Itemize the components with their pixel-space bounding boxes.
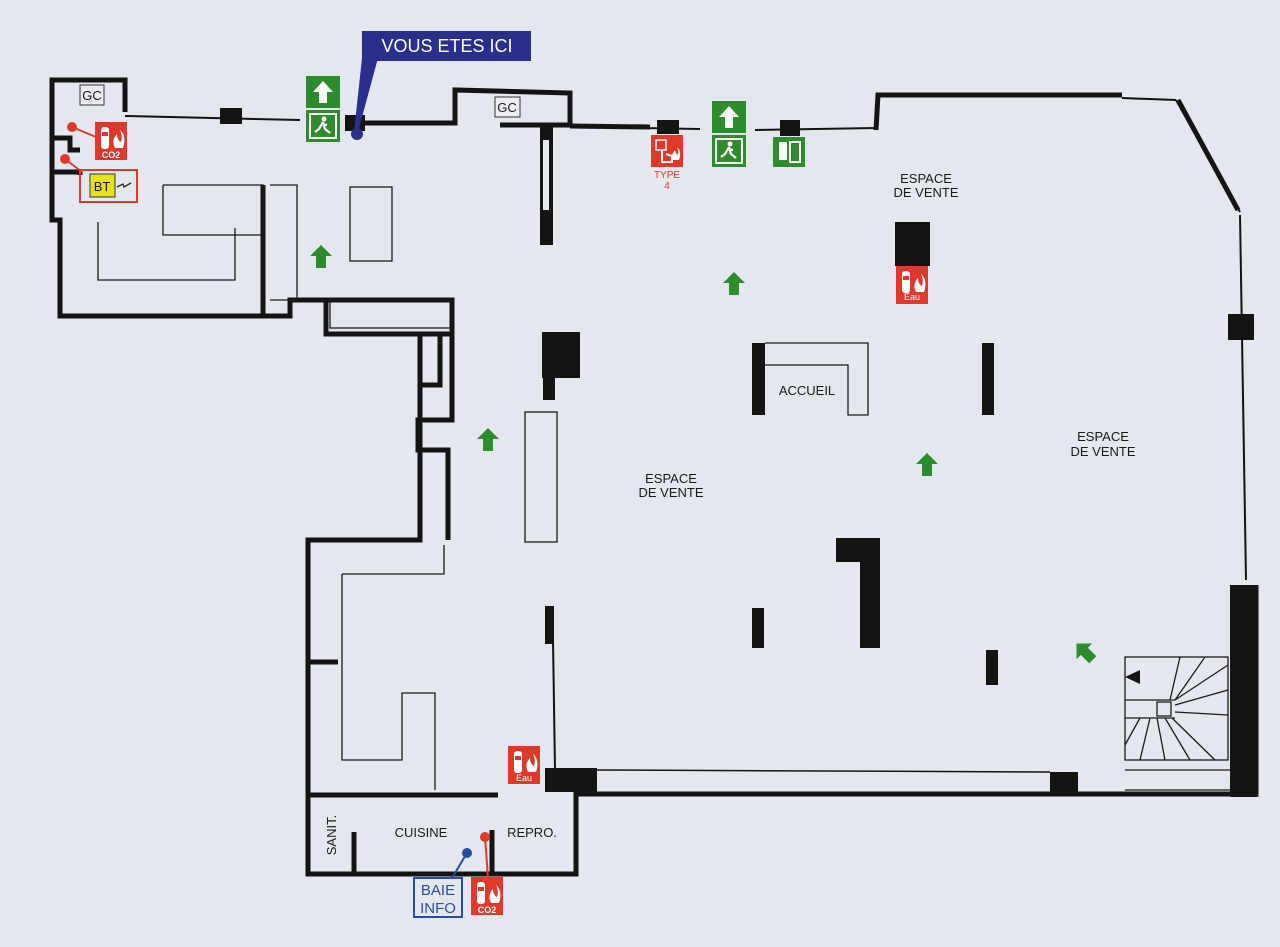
baie-info-marker: BAIE INFO bbox=[413, 848, 472, 918]
fixtures bbox=[97, 184, 998, 790]
svg-text:CO2: CO2 bbox=[102, 150, 121, 160]
gc-label: GC bbox=[82, 88, 102, 103]
alarm-button-icon: TYPE 4 bbox=[651, 135, 683, 192]
room-label-espace-vente: ESPACE bbox=[1077, 429, 1129, 444]
svg-text:INFO: INFO bbox=[420, 900, 456, 917]
room-label-accueil: ACCUEIL bbox=[779, 383, 835, 398]
emergency-exit-sign bbox=[304, 76, 342, 144]
exit-arrow-icon bbox=[306, 76, 340, 108]
svg-text:DE VENTE: DE VENTE bbox=[1070, 444, 1135, 459]
direction-arrow-icon bbox=[310, 245, 1101, 668]
room-label-sanit: SANIT. bbox=[324, 815, 339, 855]
svg-text:CO2: CO2 bbox=[478, 905, 497, 915]
fire-extinguisher-icon: Eau bbox=[508, 746, 540, 784]
bt-electrical-panel: BT bbox=[60, 154, 138, 203]
emergency-exit-sign bbox=[710, 101, 748, 169]
room-label-espace-vente: ESPACE bbox=[645, 471, 697, 486]
exit-arrow-icon bbox=[712, 101, 746, 133]
svg-text:BT: BT bbox=[94, 179, 111, 194]
running-man-icon bbox=[710, 133, 748, 169]
staircase-icon bbox=[1124, 656, 1230, 791]
fire-extinguisher-icon: Eau bbox=[896, 266, 928, 304]
you-are-here-label: VOUS ETES ICI bbox=[381, 36, 512, 56]
you-are-here-marker: VOUS ETES ICI bbox=[351, 31, 531, 140]
gc-label: GC bbox=[497, 100, 517, 115]
svg-text:Eau: Eau bbox=[904, 292, 920, 302]
room-label-cuisine: CUISINE bbox=[395, 825, 448, 840]
room-label-repro: REPRO. bbox=[507, 825, 557, 840]
running-man-icon bbox=[304, 108, 342, 144]
fire-extinguisher-icon: CO2 bbox=[471, 832, 503, 915]
room-label-espace-vente: ESPACE bbox=[900, 171, 952, 186]
svg-text:BAIE: BAIE bbox=[421, 882, 455, 899]
svg-text:DE VENTE: DE VENTE bbox=[893, 185, 958, 200]
walls bbox=[49, 77, 1259, 877]
fire-extinguisher-icon: CO2 bbox=[67, 122, 127, 160]
svg-text:DE VENTE: DE VENTE bbox=[638, 485, 703, 500]
svg-text:Eau: Eau bbox=[516, 773, 532, 783]
svg-text:TYPE: TYPE bbox=[654, 170, 680, 181]
svg-text:4: 4 bbox=[664, 181, 670, 192]
door-release-icon bbox=[773, 137, 805, 167]
